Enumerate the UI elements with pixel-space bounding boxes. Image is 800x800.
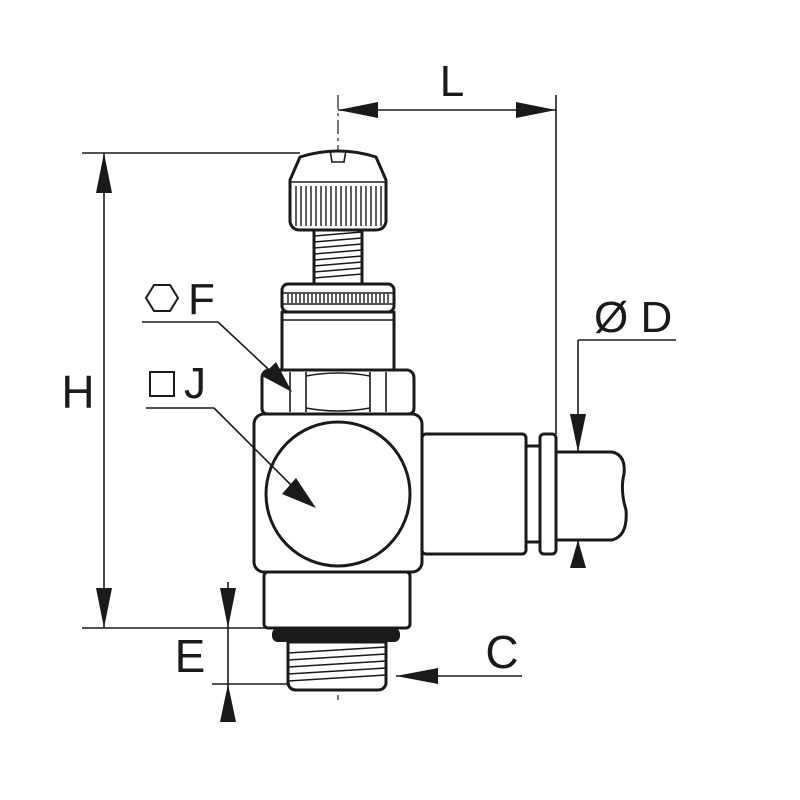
lock-nut xyxy=(280,282,396,314)
hex-nut xyxy=(260,368,416,416)
callout-F: F xyxy=(142,275,292,392)
label-H: H xyxy=(61,366,94,418)
dimension-E: E xyxy=(175,582,290,722)
tube xyxy=(554,450,628,542)
thread-line xyxy=(313,237,363,243)
dimension-L: L xyxy=(338,57,557,434)
knob-knurling xyxy=(295,186,382,226)
thread-line xyxy=(287,667,387,675)
body-circle xyxy=(264,420,412,568)
threaded-stem xyxy=(312,228,364,286)
thread-line xyxy=(313,249,363,255)
lower-body xyxy=(262,570,412,630)
label-D: Ø D xyxy=(594,293,672,342)
bottom-thread xyxy=(286,640,388,692)
label-J: J xyxy=(184,359,206,408)
dimension-C: C xyxy=(396,626,522,684)
stem-threads xyxy=(313,231,363,279)
thread-line xyxy=(313,231,363,237)
side-outlet xyxy=(420,432,558,556)
callout-J: J xyxy=(146,359,316,508)
hexagon-icon xyxy=(144,284,180,312)
label-E: E xyxy=(175,630,206,682)
nut-knurling xyxy=(287,294,389,303)
dimension-D: Ø D xyxy=(570,293,676,568)
thread-line xyxy=(287,674,387,682)
seal-ring xyxy=(272,628,400,642)
thread-line xyxy=(313,261,363,267)
label-F: F xyxy=(188,275,215,324)
square-icon xyxy=(149,371,175,397)
thread-line xyxy=(313,267,363,273)
thread-line xyxy=(287,660,387,668)
dimension-H: H xyxy=(61,152,300,629)
adjustment-knob xyxy=(288,149,388,232)
neck xyxy=(280,310,396,372)
thread-line xyxy=(313,243,363,249)
label-C: C xyxy=(485,626,518,678)
thread-line xyxy=(313,255,363,261)
label-L: L xyxy=(440,57,464,106)
bottom-thread-lines xyxy=(287,646,387,682)
thread-line xyxy=(287,653,387,661)
main-body xyxy=(252,412,424,574)
thread-line xyxy=(287,646,387,654)
thread-line xyxy=(313,273,363,279)
